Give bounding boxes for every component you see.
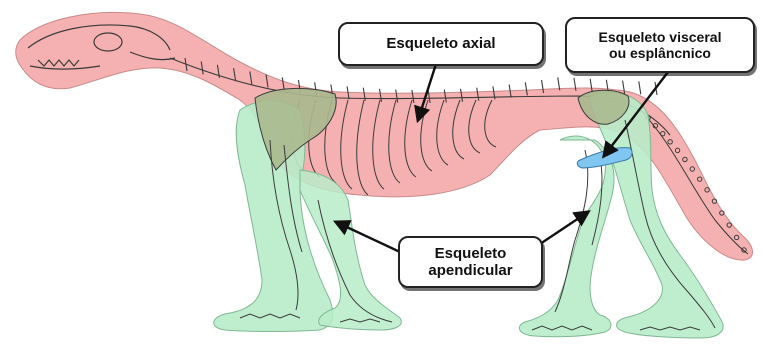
label-esqueleto-axial: Esqueleto axial (338, 22, 544, 66)
label-esqueleto-apendicular: Esqueleto apendicular (398, 236, 543, 288)
vertebra (639, 81, 641, 94)
label-esqueleto-visceral: Esqueleto visceral ou esplâncnico (565, 17, 755, 73)
